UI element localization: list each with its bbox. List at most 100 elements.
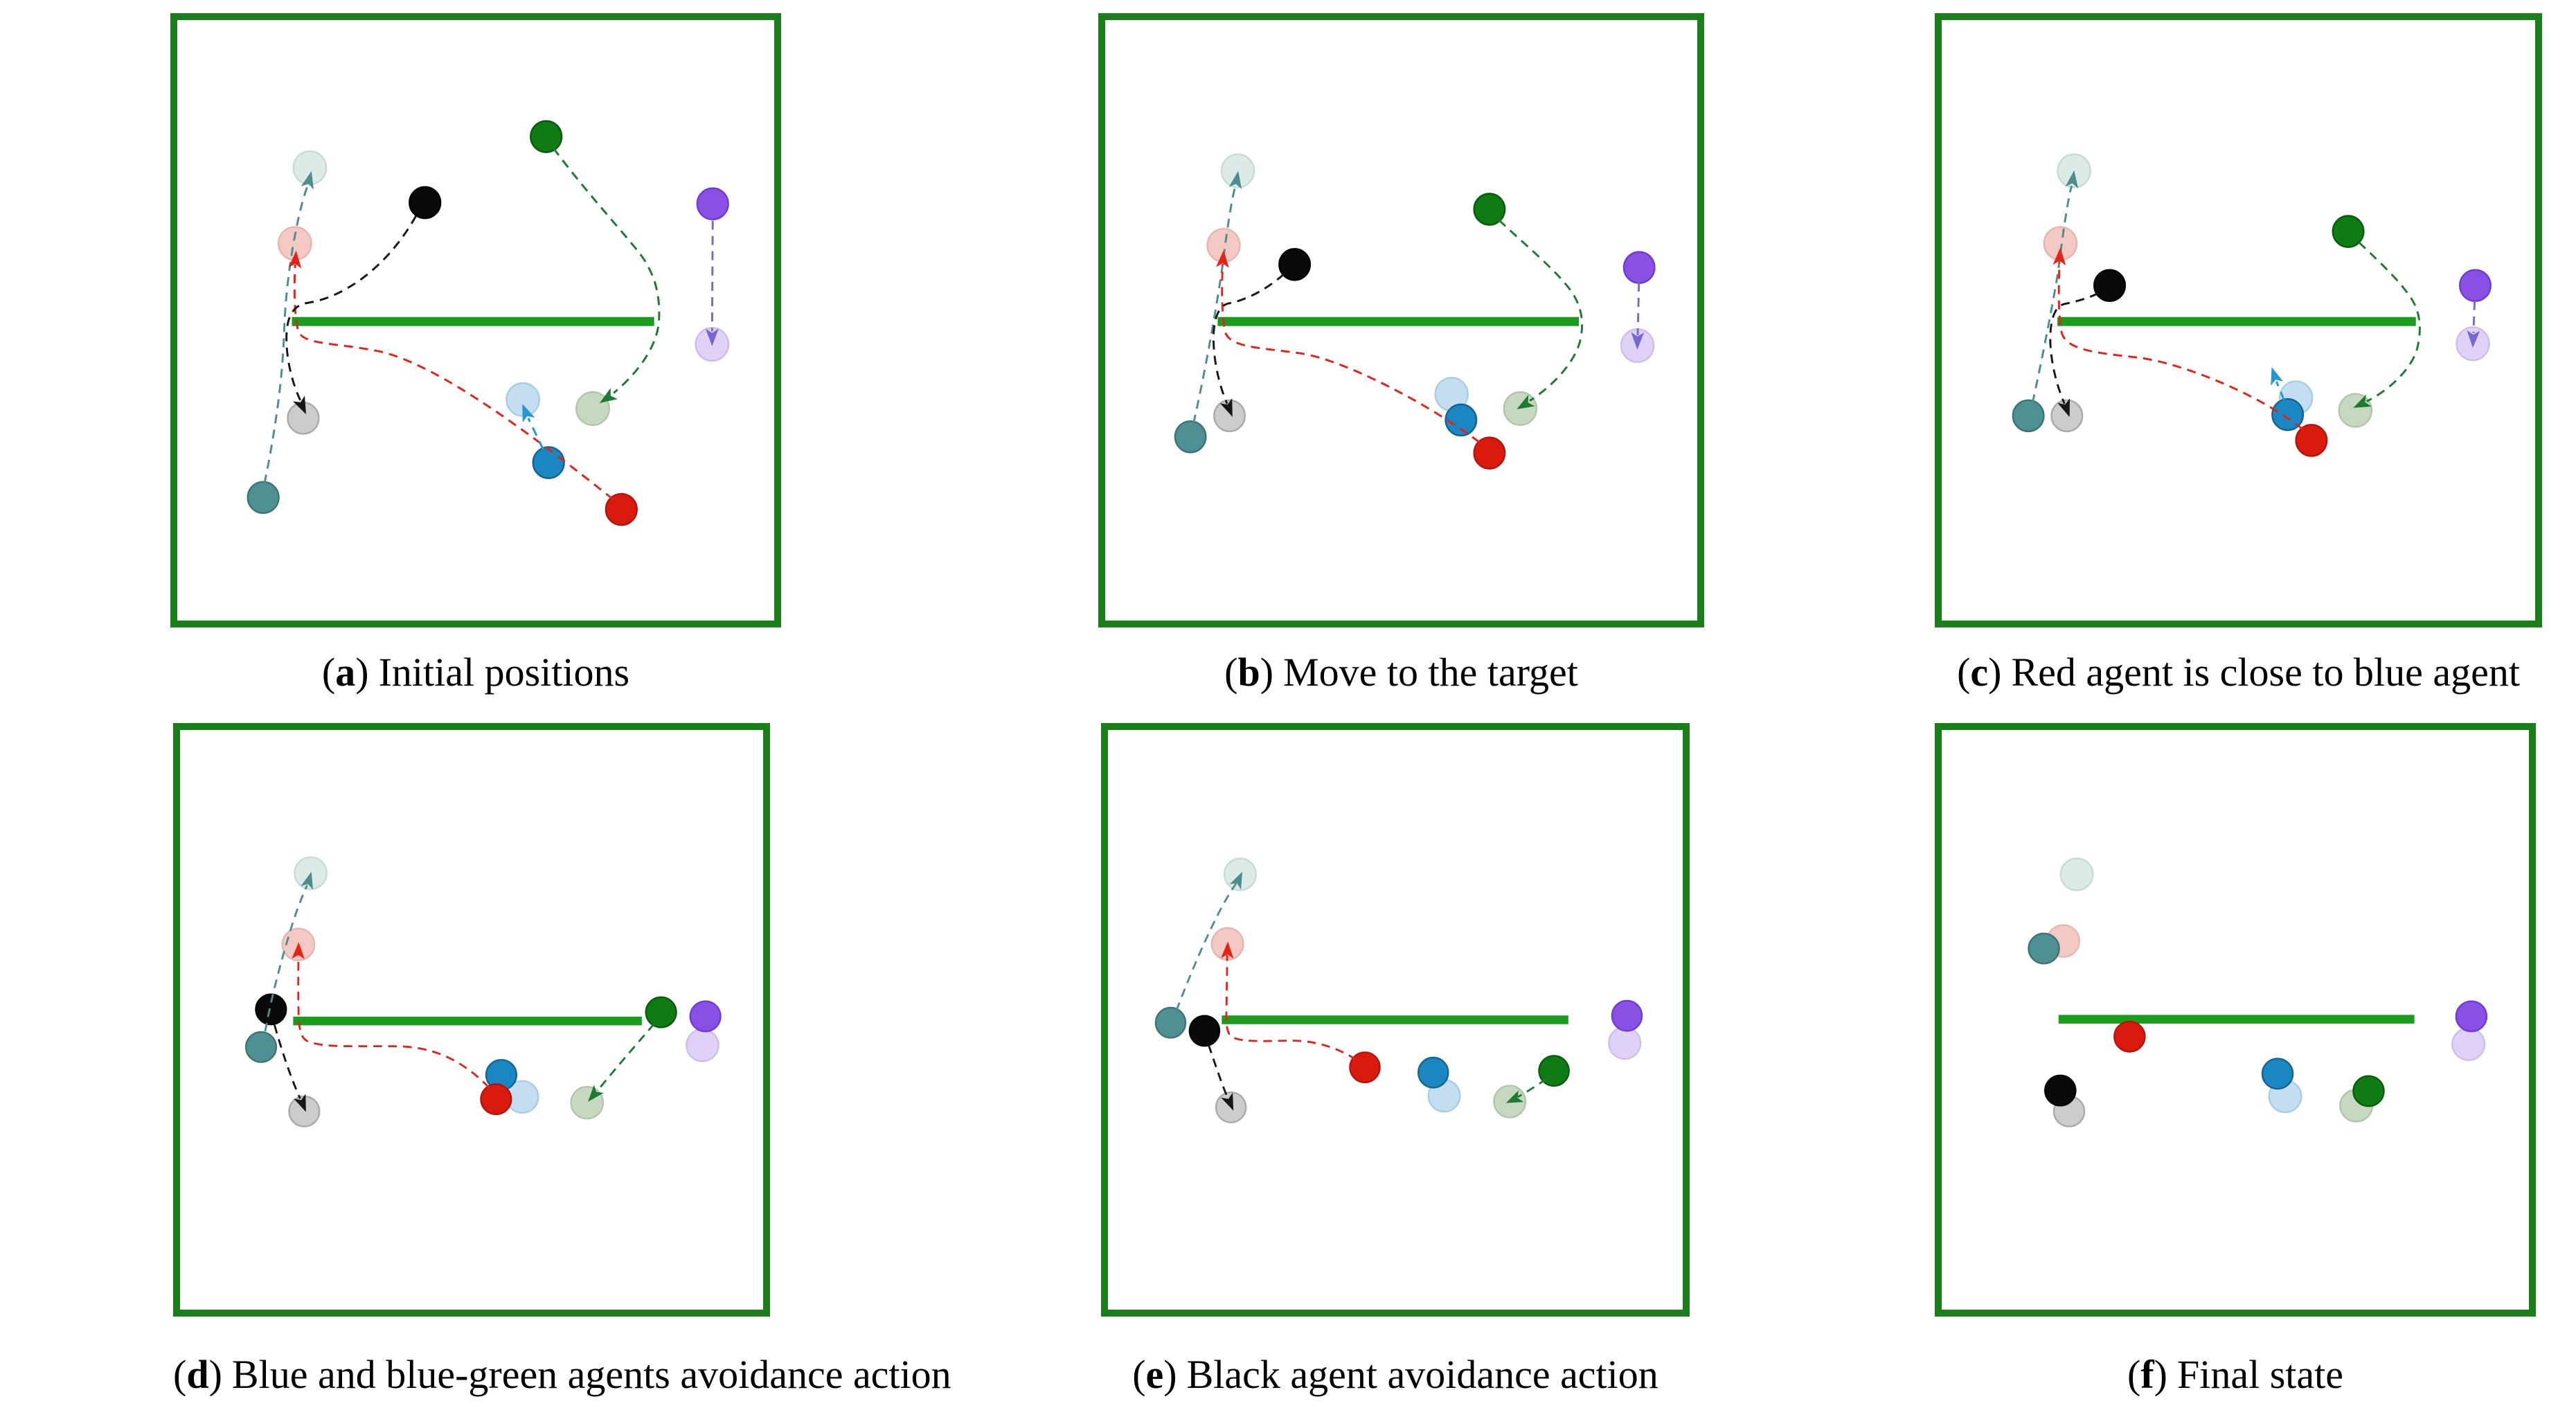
obstacle-bar bbox=[293, 1016, 642, 1026]
caption-c-paren-open: ( bbox=[1957, 650, 1971, 695]
panel-a-canvas bbox=[247, 120, 730, 526]
agent-teal bbox=[2012, 399, 2045, 433]
agent-blue bbox=[532, 446, 565, 479]
arrowhead-green bbox=[2353, 394, 2372, 408]
arrowhead-black bbox=[1221, 1092, 1234, 1111]
agent-black bbox=[2093, 269, 2127, 302]
caption-a-paren-open: ( bbox=[321, 650, 336, 695]
trajectory-black bbox=[274, 1024, 301, 1099]
obstacle-bar bbox=[2058, 1015, 2415, 1024]
panel-e-canvas bbox=[1154, 857, 1643, 1123]
agent-green bbox=[530, 120, 563, 153]
caption-e-paren-close: ) bbox=[1163, 1352, 1177, 1397]
arrowhead-red bbox=[1215, 250, 1229, 268]
caption-a-paren-close: ) bbox=[355, 650, 369, 695]
panel-d-canvas bbox=[244, 856, 722, 1128]
trajectory-red bbox=[297, 955, 490, 1089]
agent-purple bbox=[2455, 1000, 2488, 1033]
caption-f: (f)Final state bbox=[1935, 1349, 2536, 1400]
obstacle-bar bbox=[292, 317, 654, 326]
obstacle-bar bbox=[2057, 317, 2416, 326]
arrowhead-teal bbox=[1229, 871, 1243, 890]
target-marker-lavender bbox=[2451, 1027, 2486, 1061]
caption-a-text: Initial positions bbox=[378, 650, 630, 695]
trajectory-cyan bbox=[527, 418, 544, 450]
caption-c-text: Red agent is close to blue agent bbox=[2011, 650, 2520, 695]
arrowhead-teal bbox=[301, 871, 313, 890]
agent-purple bbox=[1622, 251, 1656, 284]
caption-e-text: Black agent avoidance action bbox=[1186, 1352, 1658, 1397]
caption-a: (a)Initial positions bbox=[170, 647, 781, 698]
agent-black bbox=[255, 993, 287, 1026]
agent-green bbox=[1473, 193, 1506, 226]
trajectory-purple bbox=[2472, 301, 2476, 333]
caption-b-text: Move to the target bbox=[1283, 650, 1578, 695]
trajectory-red bbox=[293, 264, 614, 501]
caption-d: (d)Blue and blue-green agents avoidance … bbox=[173, 1349, 951, 1400]
trajectory-black bbox=[2049, 292, 2099, 404]
trajectory-teal bbox=[1175, 882, 1237, 1011]
agent-blue bbox=[1417, 1056, 1449, 1089]
agent-green bbox=[2332, 215, 2365, 248]
agent-red bbox=[605, 492, 638, 526]
trajectory-green bbox=[2358, 241, 2421, 402]
caption-c-letter: c bbox=[1970, 650, 1989, 695]
arrowhead-green bbox=[588, 1085, 604, 1102]
arrowhead-cyan bbox=[522, 404, 535, 423]
trajectory-red bbox=[1225, 954, 1357, 1061]
caption-a-letter: a bbox=[335, 650, 356, 695]
target-marker-cyan bbox=[2059, 857, 2094, 891]
panel-b-arena bbox=[1098, 13, 1704, 627]
caption-d-text: Blue and blue-green agents avoidance act… bbox=[231, 1352, 951, 1397]
panel-a-arena bbox=[170, 13, 781, 627]
agent-black bbox=[409, 186, 442, 220]
trajectory-green bbox=[597, 1023, 655, 1091]
caption-b-paren-open: ( bbox=[1224, 650, 1238, 695]
caption-e-paren-open: ( bbox=[1132, 1352, 1146, 1397]
caption-f-letter: f bbox=[2140, 1352, 2154, 1397]
arrowhead-purple bbox=[2467, 330, 2480, 348]
arrowhead-black bbox=[294, 1094, 306, 1112]
agent-green bbox=[645, 996, 677, 1028]
agent-teal bbox=[1174, 420, 1207, 454]
panel-e-arena bbox=[1101, 723, 1690, 1317]
trajectory-teal bbox=[1192, 185, 1237, 424]
agent-green bbox=[1538, 1055, 1570, 1087]
caption-b-letter: b bbox=[1237, 650, 1260, 695]
agent-gray bbox=[1213, 399, 1246, 433]
arrowhead-teal bbox=[2065, 170, 2079, 189]
trajectory-green bbox=[1498, 219, 1584, 402]
arrowhead-cyan bbox=[2271, 366, 2284, 386]
caption-e: (e)Black agent avoidance action bbox=[1101, 1349, 1690, 1400]
panel-d-arena bbox=[173, 723, 770, 1317]
arrowhead-purple bbox=[705, 328, 719, 346]
agent-red bbox=[480, 1083, 512, 1116]
agent-green bbox=[2352, 1075, 2385, 1107]
agent-teal bbox=[2028, 932, 2060, 965]
agent-red bbox=[2295, 424, 2328, 457]
arrowhead-black bbox=[1219, 398, 1233, 417]
trajectory-purple bbox=[1636, 282, 1640, 336]
arrowhead-black bbox=[292, 395, 306, 415]
agent-blue bbox=[2261, 1058, 2294, 1090]
panel-f-arena bbox=[1935, 723, 2536, 1317]
arrowhead-black bbox=[2057, 398, 2070, 418]
target-marker-lavender bbox=[686, 1028, 719, 1062]
caption-f-text: Final state bbox=[2176, 1352, 2343, 1397]
caption-c: (c)Red agent is close to blue agent bbox=[1935, 647, 2542, 698]
trajectory-teal bbox=[2031, 185, 2073, 404]
arrowhead-red bbox=[292, 942, 305, 959]
target-marker-lightgreen bbox=[2338, 393, 2373, 428]
arrowhead-green bbox=[1505, 1090, 1524, 1103]
target-marker-cyan bbox=[1220, 153, 1255, 188]
agent-black bbox=[1188, 1015, 1221, 1047]
arrowhead-red bbox=[288, 250, 302, 269]
panel-c-arena bbox=[1935, 13, 2542, 627]
trajectory-red bbox=[2057, 262, 2303, 430]
caption-e-letter: e bbox=[1145, 1352, 1164, 1397]
agent-black bbox=[2044, 1074, 2077, 1107]
agent-blue bbox=[1444, 403, 1478, 437]
trajectory-red bbox=[1221, 263, 1481, 443]
obstacle-bar bbox=[1217, 317, 1579, 326]
obstacle-bar bbox=[1222, 1015, 1568, 1024]
